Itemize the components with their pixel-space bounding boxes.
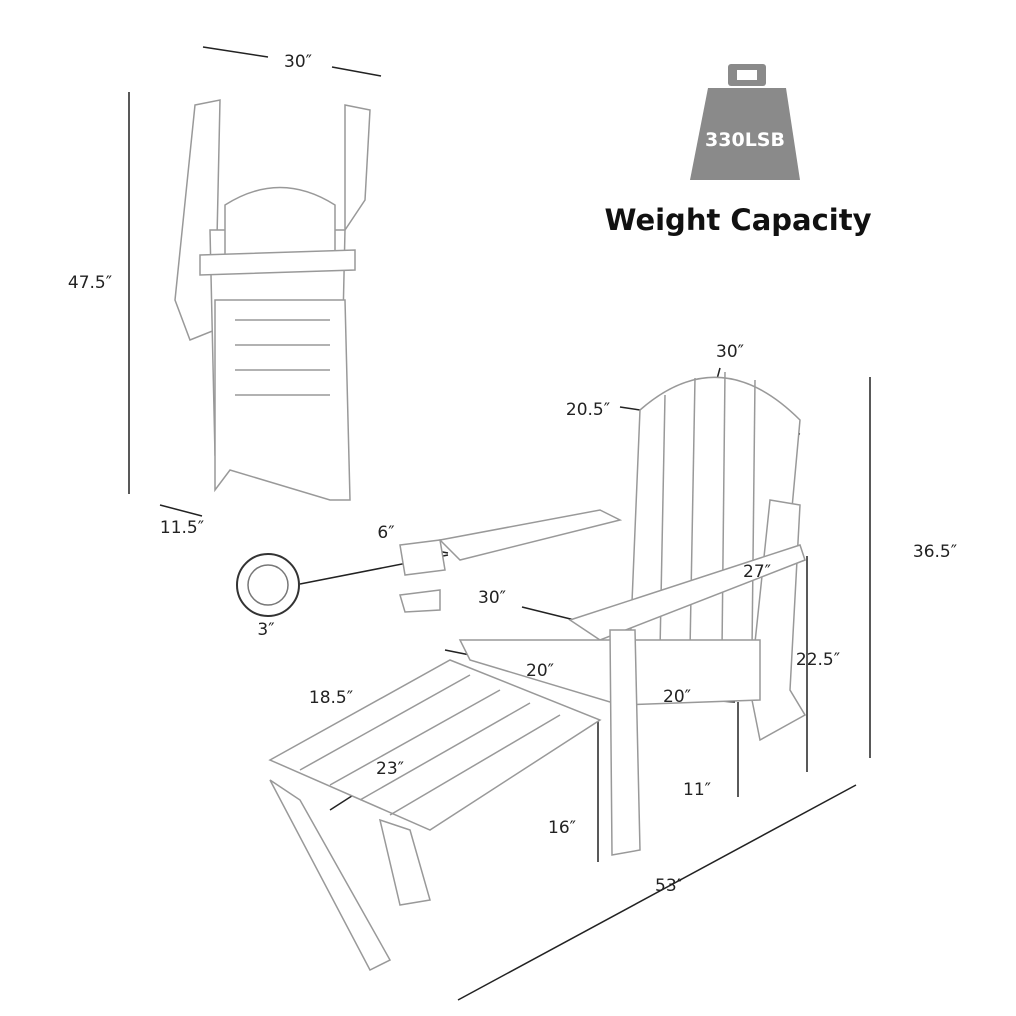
ottoman-length-label: 23″	[376, 759, 404, 779]
seat-depth-label: 27″	[743, 562, 771, 582]
weight-icon	[690, 64, 800, 180]
total-height-label: 36.5″	[912, 542, 958, 562]
seat-height-label: 11″	[683, 780, 711, 800]
armrest-length-label: 30″	[478, 588, 506, 608]
armrest-width-label: 6″	[377, 523, 395, 543]
folded-depth-label: 11.5″	[159, 518, 205, 538]
chair-illustration	[268, 371, 807, 971]
back-width-label: 20.5″	[565, 400, 611, 420]
folded-height-label: 47.5″	[67, 273, 113, 293]
weight-value: 330LSB	[705, 129, 785, 151]
cupholder-diameter-label: 3″	[257, 620, 275, 640]
seat-front-label: 20″	[663, 687, 691, 707]
ottoman-width-label: 18.5″	[308, 688, 354, 708]
seat-width-label: 20″	[526, 661, 554, 681]
ottoman-height-label: 16″	[548, 818, 576, 838]
total-length-label: 53″	[655, 876, 683, 896]
back-height-label: 30″	[716, 342, 744, 362]
folded-width-label: 30″	[284, 52, 312, 72]
folded-chair-illustration	[174, 99, 371, 501]
weight-capacity-caption: Weight Capacity	[604, 203, 872, 237]
arm-height-label: 22.5″	[795, 650, 841, 670]
